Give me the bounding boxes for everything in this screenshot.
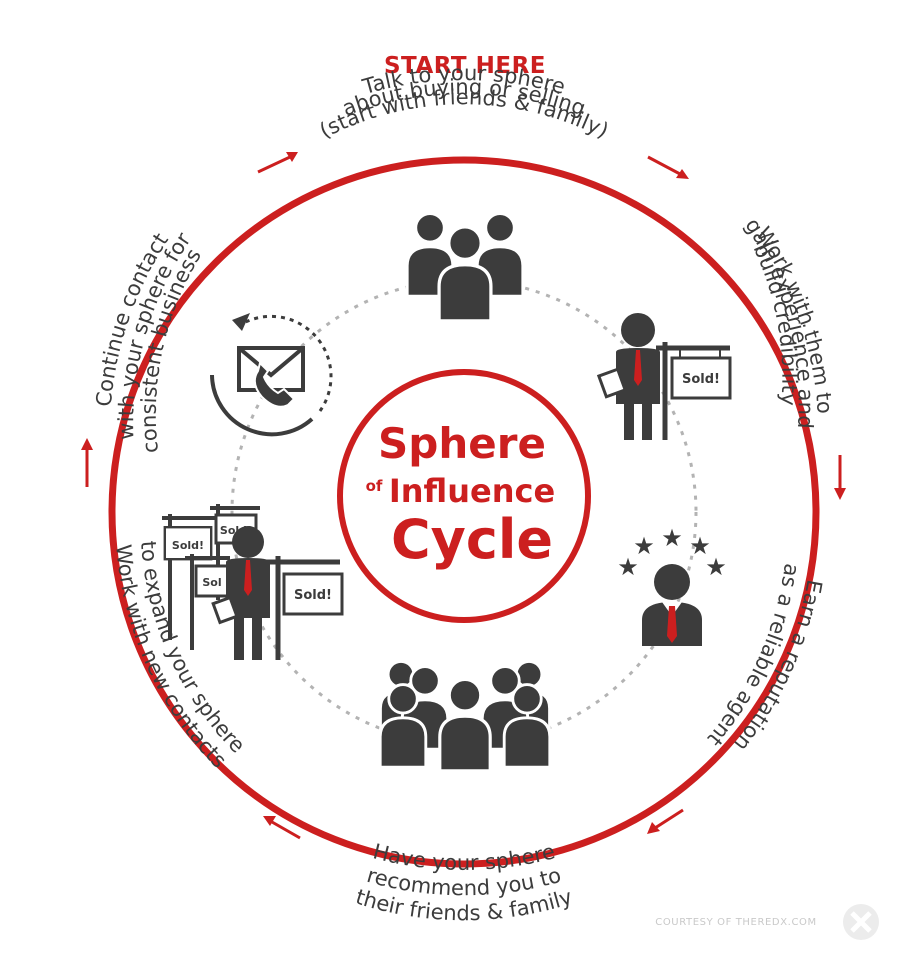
step-4-line-1: Have your sphere: [371, 839, 558, 875]
crowd-icon: [378, 660, 552, 773]
agent-sold-sign-icon: Sold!: [596, 313, 732, 440]
sign-label: Sold!: [294, 588, 332, 603]
arrow-icon: [263, 816, 301, 840]
svg-text:★: ★: [689, 532, 711, 560]
center-title-line1: Sphere: [378, 419, 546, 468]
star-rating-agent-icon: ★ ★ ★ ★ ★: [617, 524, 727, 646]
credit-text: COURTESY OF THEREDX.COM: [655, 917, 816, 928]
center-title-line2: Influence: [389, 472, 555, 510]
center-circle: [337, 369, 591, 623]
mail-phone-cycle-icon: [210, 313, 333, 437]
outer-cycle-ring: [108, 156, 820, 868]
star-icons: ★ ★ ★ ★ ★: [617, 524, 727, 581]
arrow-icon: [257, 152, 298, 174]
center-title-line3: Cycle: [391, 508, 553, 571]
cycle-arrows: [81, 152, 846, 840]
arrow-icon: [81, 438, 93, 487]
sign-label: Sold!: [682, 372, 720, 387]
svg-text:★: ★: [617, 553, 639, 581]
arrow-icon: [834, 455, 846, 500]
start-here-label: START HERE: [384, 53, 546, 79]
agent-multiple-signs-icon: Sold! Sold! Sol Sold!: [162, 504, 344, 660]
arrow-icon: [647, 155, 689, 179]
arrow-icon: [647, 808, 684, 834]
svg-text:★: ★: [633, 532, 655, 560]
step-4-text: Have your sphere: [371, 839, 558, 875]
redx-logo-icon: [843, 904, 879, 940]
svg-text:★: ★: [661, 524, 683, 552]
center-title-of: of: [366, 477, 383, 495]
group-icon: [405, 212, 525, 323]
svg-text:Sol: Sol: [202, 576, 221, 589]
svg-text:Sold!: Sold!: [172, 539, 204, 552]
svg-text:★: ★: [705, 553, 727, 581]
